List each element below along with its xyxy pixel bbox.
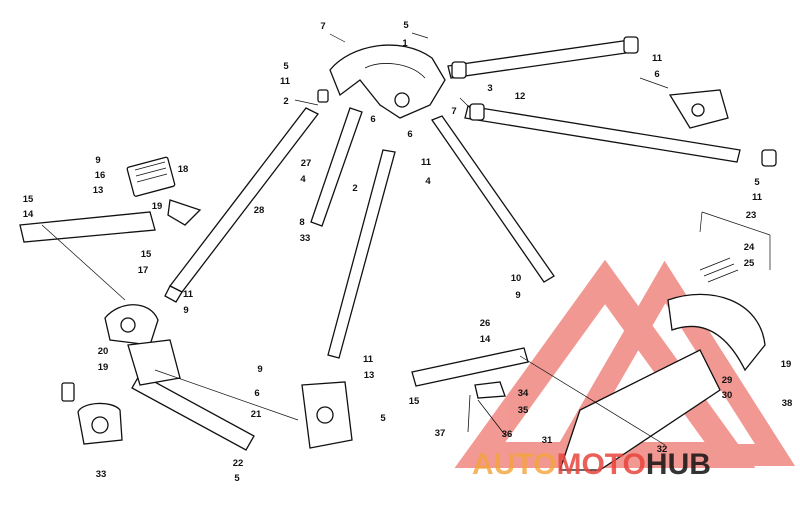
lower-left-assembly (61, 339, 181, 445)
tube-2-center (327, 149, 396, 359)
callout-number: 4 (425, 176, 431, 187)
callout-number: 16 (95, 170, 106, 181)
tube-4-right (431, 115, 555, 283)
callout-number: 15 (409, 396, 420, 407)
callout-number: 27 (301, 158, 312, 169)
left-arm-assembly (19, 156, 202, 346)
callout-number: 38 (782, 398, 793, 409)
callout-number: 1 (402, 38, 408, 49)
callout-number: 10 (511, 273, 522, 284)
callout-number: 17 (138, 265, 149, 276)
callout-number: 31 (542, 435, 553, 446)
fender-assembly (559, 211, 771, 471)
steering-post-1 (329, 44, 446, 119)
watermark-hub: HUB (645, 448, 711, 481)
callout-number: 29 (722, 375, 733, 386)
callout-number: 6 (654, 69, 659, 80)
callout-number: 6 (370, 114, 375, 125)
callout-number: 7 (451, 106, 456, 117)
frame-tubes (131, 36, 777, 451)
callout-number: 21 (251, 409, 262, 420)
callout-number: 15 (23, 194, 34, 205)
callout-number: 11 (752, 192, 763, 203)
callout-number: 11 (280, 76, 291, 87)
callout-number: 36 (502, 429, 513, 440)
tube-21 (131, 373, 255, 451)
callout-number: 3 (487, 83, 492, 94)
bracket-20 (127, 339, 181, 386)
arm-14-left (19, 211, 156, 243)
callout-number: 11 (363, 354, 374, 365)
watermark-text: AUTOMOTOHUB (472, 448, 711, 482)
callout-number: 6 (254, 388, 259, 399)
callout-number: 33 (96, 469, 107, 480)
callout-number: 11 (652, 53, 663, 64)
center-lower-assembly (301, 347, 529, 449)
fender-plate (559, 349, 721, 471)
callout-number: 15 (141, 249, 152, 260)
callout-number: 4 (300, 174, 306, 185)
callout-number: 8 (299, 217, 304, 228)
callout-number: 11 (183, 289, 194, 300)
callout-number: 32 (657, 444, 668, 455)
callout-number: 2 (283, 96, 288, 107)
callout-number: 35 (518, 405, 529, 416)
callout-number: 2 (352, 183, 357, 194)
callout-number: 34 (518, 388, 529, 399)
callout-number: 14 (23, 209, 34, 220)
rod-3 (447, 39, 634, 79)
callout-number: 24 (744, 242, 755, 253)
callout-number: 28 (254, 205, 265, 216)
callout-number: 9 (515, 290, 520, 301)
callout-number: 33 (300, 233, 311, 244)
right-caliper (668, 89, 729, 129)
callout-number: 5 (283, 61, 289, 72)
callout-number: 19 (781, 359, 792, 370)
callout-number: 25 (744, 258, 755, 269)
callout-number: 5 (403, 20, 409, 31)
callout-number: 5 (234, 473, 240, 484)
callout-number: 11 (421, 157, 432, 168)
callout-number: 23 (746, 210, 757, 221)
callout-number: 20 (98, 346, 109, 357)
tube-4-left (310, 107, 363, 227)
callout-number: 7 (320, 21, 325, 32)
watermark-auto: AUTO (472, 448, 557, 481)
callout-number: 13 (364, 370, 375, 381)
rod-12 (464, 105, 741, 163)
callout-number: 26 (480, 318, 491, 329)
callout-number: 9 (95, 155, 100, 166)
arm-14-right (411, 347, 529, 387)
callout-number: 5 (380, 413, 386, 424)
watermark-moto: MOTO (556, 448, 646, 481)
callout-number: 5 (754, 177, 760, 188)
leader-lines (41, 32, 669, 446)
callout-number: 30 (722, 390, 733, 401)
callout-number: 19 (152, 201, 163, 212)
callout-number: 19 (98, 362, 109, 373)
callout-number: 9 (183, 305, 188, 316)
callout-number: 37 (435, 428, 446, 439)
callout-number: 22 (233, 458, 244, 469)
callout-number: 12 (515, 91, 526, 102)
callout-number: 9 (257, 364, 262, 375)
callout-number: 13 (93, 185, 104, 196)
callout-number: 14 (480, 334, 491, 345)
callout-number: 18 (178, 164, 189, 175)
tube-2-left (169, 107, 319, 293)
callout-number: 6 (407, 129, 412, 140)
